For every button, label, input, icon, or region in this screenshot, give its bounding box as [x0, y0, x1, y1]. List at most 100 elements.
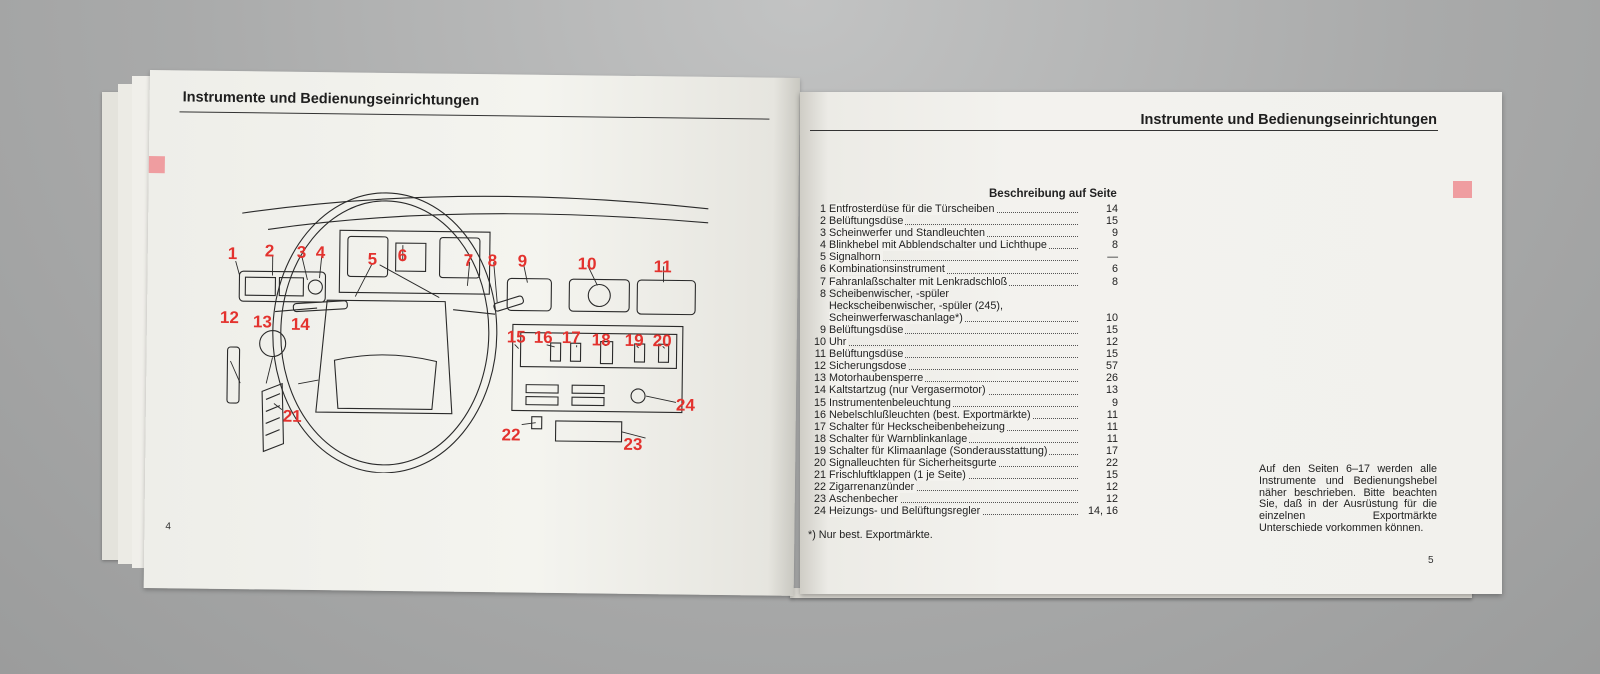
dot-leader	[829, 381, 1078, 383]
item-number: 6	[819, 263, 826, 276]
left-page: Instrumente und Bedienungseinrichtungen …	[143, 70, 800, 596]
instrument-cluster	[338, 229, 491, 295]
dot-leader	[829, 405, 1078, 407]
right-page-title: Instrumente und Bedienungseinrichtungen	[1140, 112, 1437, 128]
air-slider-2	[525, 396, 559, 406]
left-head-rule	[179, 111, 770, 120]
item-text: Frischluftklappen (1 je Seite)	[829, 469, 968, 482]
callout-11: 11	[654, 257, 672, 276]
item-number: 12	[813, 360, 826, 373]
item-number: 2	[819, 215, 826, 228]
item-page: 11	[1104, 408, 1118, 421]
item-page: 11	[1104, 420, 1118, 433]
item-page: 12	[1103, 481, 1118, 494]
left-page-number: 4	[165, 521, 172, 533]
dot-leader	[829, 260, 1078, 262]
callout-24: 24	[676, 395, 696, 414]
callout-15: 15	[507, 327, 526, 346]
item-text: Signalleuchten für Sicherheitsgurte	[829, 456, 999, 469]
flap-louvres	[265, 393, 281, 436]
callout-22: 22	[501, 425, 520, 444]
item-text: Belüftungsdüse	[829, 215, 906, 228]
item-page: 15	[1103, 348, 1118, 361]
wiper-stalk	[493, 295, 524, 312]
bonnet-release	[259, 329, 287, 358]
callout-5: 5	[368, 250, 378, 269]
item-text: Instrumentenbeleuchtung	[829, 396, 953, 409]
side-note: Auf den Seiten 6–17 werden alle Instrume…	[1259, 463, 1437, 534]
air-slider-1	[525, 384, 559, 394]
steering-hub	[315, 299, 453, 415]
item-text: Schalter für Klimaanlage (Sonderausstatt…	[829, 444, 1050, 457]
callout-16: 16	[534, 328, 553, 347]
item-page: 26	[1103, 372, 1118, 385]
dashboard-top-line-2	[267, 213, 709, 230]
left-vent-panel	[238, 270, 327, 303]
tachometer	[438, 237, 481, 279]
switch-18	[599, 340, 614, 365]
item-number: 5	[819, 251, 826, 264]
item-text: Heizungs- und Belüftungsregler	[829, 505, 983, 518]
item-text: Nebelschlußleuchten (best. Exportmärkte)	[829, 408, 1033, 421]
vent-11	[636, 279, 696, 316]
item-number: 23	[813, 493, 826, 506]
callout-13: 13	[253, 312, 272, 331]
centre-console	[511, 323, 684, 414]
item-text: Belüftungsdüse	[829, 323, 906, 336]
heating-knob	[630, 388, 646, 404]
item-page: 17	[1103, 444, 1118, 457]
dot-leader	[829, 490, 1078, 492]
air-slider-3	[571, 384, 605, 395]
switch-20	[657, 343, 670, 363]
headlight-switch	[307, 279, 323, 295]
item-number: 17	[813, 420, 826, 433]
item-page: 9	[1109, 396, 1118, 409]
callout-7: 7	[464, 251, 474, 270]
item-page: —	[1105, 251, 1118, 264]
item-page: 11	[1104, 432, 1118, 445]
item-page: 12	[1103, 493, 1118, 506]
switch-16	[549, 342, 562, 362]
air-slider-4	[571, 396, 605, 407]
item-page: 8	[1109, 275, 1118, 288]
item-text: Zigarrenanzünder	[829, 481, 917, 494]
right-tab-marker	[1453, 181, 1472, 198]
callout-19: 19	[625, 331, 644, 350]
item-number: 16	[813, 408, 826, 421]
dot-leader	[829, 333, 1078, 335]
item-number: 21	[813, 469, 826, 482]
list-heading: Beschreibung auf Seite	[989, 188, 1117, 200]
item-number: 3	[819, 227, 826, 240]
callout-12: 12	[220, 308, 239, 327]
item-text: Fahranlaßschalter mit Lenkradschloß	[829, 275, 1010, 288]
item-number: 7	[819, 275, 826, 288]
right-page-number: 5	[1428, 555, 1434, 566]
left-tab-marker	[145, 155, 165, 174]
list-item: Scheinwerferwaschanlage*)10	[812, 311, 1118, 324]
item-number: 14	[813, 384, 826, 397]
item-text: Scheibenwischer, -spüler	[829, 287, 950, 300]
vent-2	[278, 277, 305, 297]
clock-face	[587, 283, 611, 308]
item-page: 8	[1109, 239, 1118, 252]
spoke-right	[453, 309, 496, 315]
item-text: Schalter für Warnblinkanlage	[829, 432, 970, 445]
callout-23: 23	[623, 435, 642, 454]
